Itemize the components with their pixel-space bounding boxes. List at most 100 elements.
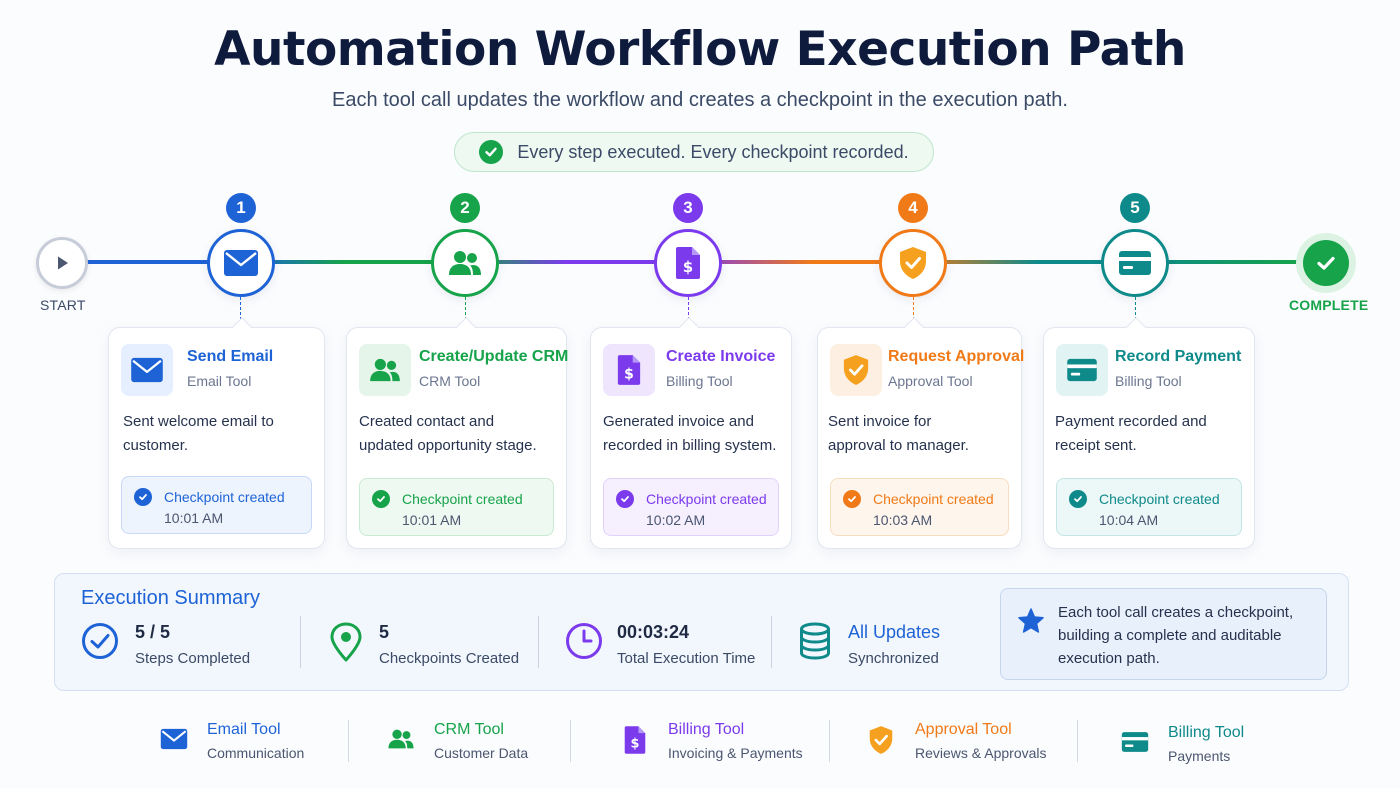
step-number: 4 — [898, 193, 928, 223]
stat-label: Total Execution Time — [617, 650, 756, 667]
step-node-invoice[interactable]: $ — [654, 229, 722, 297]
check-icon — [1303, 240, 1349, 286]
stat-value: 5 / 5 — [135, 622, 171, 642]
stat-steps-completed: 5 / 5 Steps Completed — [81, 618, 271, 674]
step-tool: Billing Tool — [1115, 373, 1182, 389]
users-icon — [359, 344, 411, 396]
legend-name: Billing Tool — [668, 721, 745, 738]
step-description: Created contact and updated opportunity … — [359, 413, 537, 454]
summary-note-text: Each tool call creates a checkpoint, bui… — [1058, 604, 1294, 667]
legend-payment-tool: Billing Tool Payments — [1121, 723, 1291, 767]
step-number: 5 — [1120, 193, 1150, 223]
status-banner-text: Every step executed. Every checkpoint re… — [517, 141, 909, 162]
mail-icon — [121, 344, 173, 396]
invoice-icon: $ — [624, 726, 646, 754]
credit-card-icon — [1121, 732, 1149, 752]
svg-text:$: $ — [683, 258, 693, 276]
step-title: Send Email — [187, 348, 274, 365]
step-node-approval[interactable] — [879, 229, 947, 297]
check-icon — [843, 490, 861, 508]
step-title: Create Invoice — [666, 348, 776, 365]
step-description: Sent invoice for approval to manager. — [828, 413, 969, 454]
map-pin-icon — [330, 622, 362, 662]
step-node-send-email[interactable] — [207, 229, 275, 297]
stat-value: 00:03:24 — [617, 622, 690, 642]
stat-value: All Updates — [848, 622, 941, 642]
star-icon — [1018, 608, 1044, 633]
step-card-crm[interactable]: Create/Update CRM CRM Tool Created conta… — [346, 317, 568, 549]
timeline-segment-3 — [466, 260, 688, 264]
stat-checkpoints: 5 Checkpoints Created — [329, 618, 529, 674]
page-title: Automation Workflow Execution Path — [214, 22, 1186, 77]
check-icon — [372, 490, 390, 508]
step-connector — [240, 297, 241, 325]
step-card-send-email[interactable]: Send Email Email Tool Sent welcome email… — [108, 317, 325, 549]
legend-crm-tool: CRM Tool Customer Data — [387, 720, 557, 764]
complete-label: COMPLETE — [1289, 297, 1369, 313]
page-subtitle: Each tool call updates the workflow and … — [331, 89, 1068, 111]
stat-value: 5 — [379, 622, 390, 642]
legend-name: CRM Tool — [434, 721, 504, 738]
check-circle-icon — [82, 623, 118, 659]
step-connector — [1135, 297, 1136, 325]
checkpoint-label: Checkpoint created — [873, 491, 994, 507]
legend-billing-tool: $ Billing Tool Invoicing & Payments — [623, 720, 813, 764]
shield-check-icon — [869, 726, 893, 754]
legend-name: Approval Tool — [915, 721, 1012, 738]
step-number: 2 — [450, 193, 480, 223]
checkpoint-time: 10:04 AM — [1099, 512, 1159, 528]
step-description: Sent welcome email to customer. — [123, 413, 274, 454]
complete-node[interactable] — [1296, 233, 1356, 293]
step-description: Generated invoice and recorded in billin… — [603, 413, 777, 454]
svg-text:$: $ — [631, 737, 640, 752]
step-title: Request Approval — [888, 348, 1025, 365]
checkpoint-label: Checkpoint created — [1099, 491, 1220, 507]
stat-sync: All Updates Synchronized — [799, 618, 969, 674]
legend-name: Email Tool — [207, 721, 281, 738]
start-label: START — [40, 297, 86, 313]
checkpoint-time: 10:01 AM — [164, 510, 224, 526]
checkpoint-time: 10:02 AM — [646, 512, 706, 528]
divider — [829, 720, 830, 762]
divider — [570, 720, 571, 762]
step-node-crm[interactable] — [431, 229, 499, 297]
shield-check-icon — [830, 344, 882, 396]
legend-desc: Customer Data — [434, 745, 529, 761]
divider — [1077, 720, 1078, 762]
step-tool: Billing Tool — [666, 373, 733, 389]
invoice-icon: $ — [603, 344, 655, 396]
check-icon — [479, 140, 504, 164]
checkpoint-badge: Checkpoint created 10:04 AM — [1056, 478, 1242, 536]
checkpoint-badge: Checkpoint created 10:01 AM — [359, 478, 554, 536]
shield-check-icon — [900, 247, 926, 279]
step-tool: Approval Tool — [888, 373, 973, 389]
step-card-payment[interactable]: Record Payment Billing Tool Payment reco… — [1043, 317, 1255, 549]
divider — [771, 616, 772, 668]
timeline-segment-5 — [914, 260, 1136, 264]
step-number: 3 — [673, 193, 703, 223]
step-tool: CRM Tool — [419, 373, 481, 389]
divider — [348, 720, 349, 762]
step-title: Record Payment — [1115, 348, 1242, 365]
mail-icon — [160, 728, 188, 750]
legend-desc: Reviews & Approvals — [915, 745, 1047, 761]
step-tool: Email Tool — [187, 373, 252, 389]
timeline-segment-2 — [246, 260, 466, 264]
stat-execution-time: 00:03:24 Total Execution Time — [565, 618, 785, 674]
checkpoint-label: Checkpoint created — [164, 489, 285, 505]
stat-label: Synchronized — [848, 650, 939, 667]
start-node[interactable] — [36, 237, 88, 289]
step-description: Payment recorded and receipt sent. — [1055, 413, 1207, 454]
step-connector — [913, 297, 914, 325]
clock-icon — [566, 623, 602, 659]
checkpoint-time: 10:03 AM — [873, 512, 933, 528]
users-icon — [388, 729, 414, 749]
step-card-approval[interactable]: Request Approval Approval Tool Sent invo… — [817, 317, 1025, 549]
legend-email-tool: Email Tool Communication — [160, 720, 330, 764]
step-connector — [688, 297, 689, 325]
legend-desc: Communication — [207, 745, 305, 761]
timeline-segment-1 — [86, 260, 246, 264]
play-icon — [58, 256, 68, 270]
step-card-invoice[interactable]: $ Create Invoice Billing Tool Generated … — [590, 317, 792, 549]
step-node-payment[interactable] — [1101, 229, 1169, 297]
